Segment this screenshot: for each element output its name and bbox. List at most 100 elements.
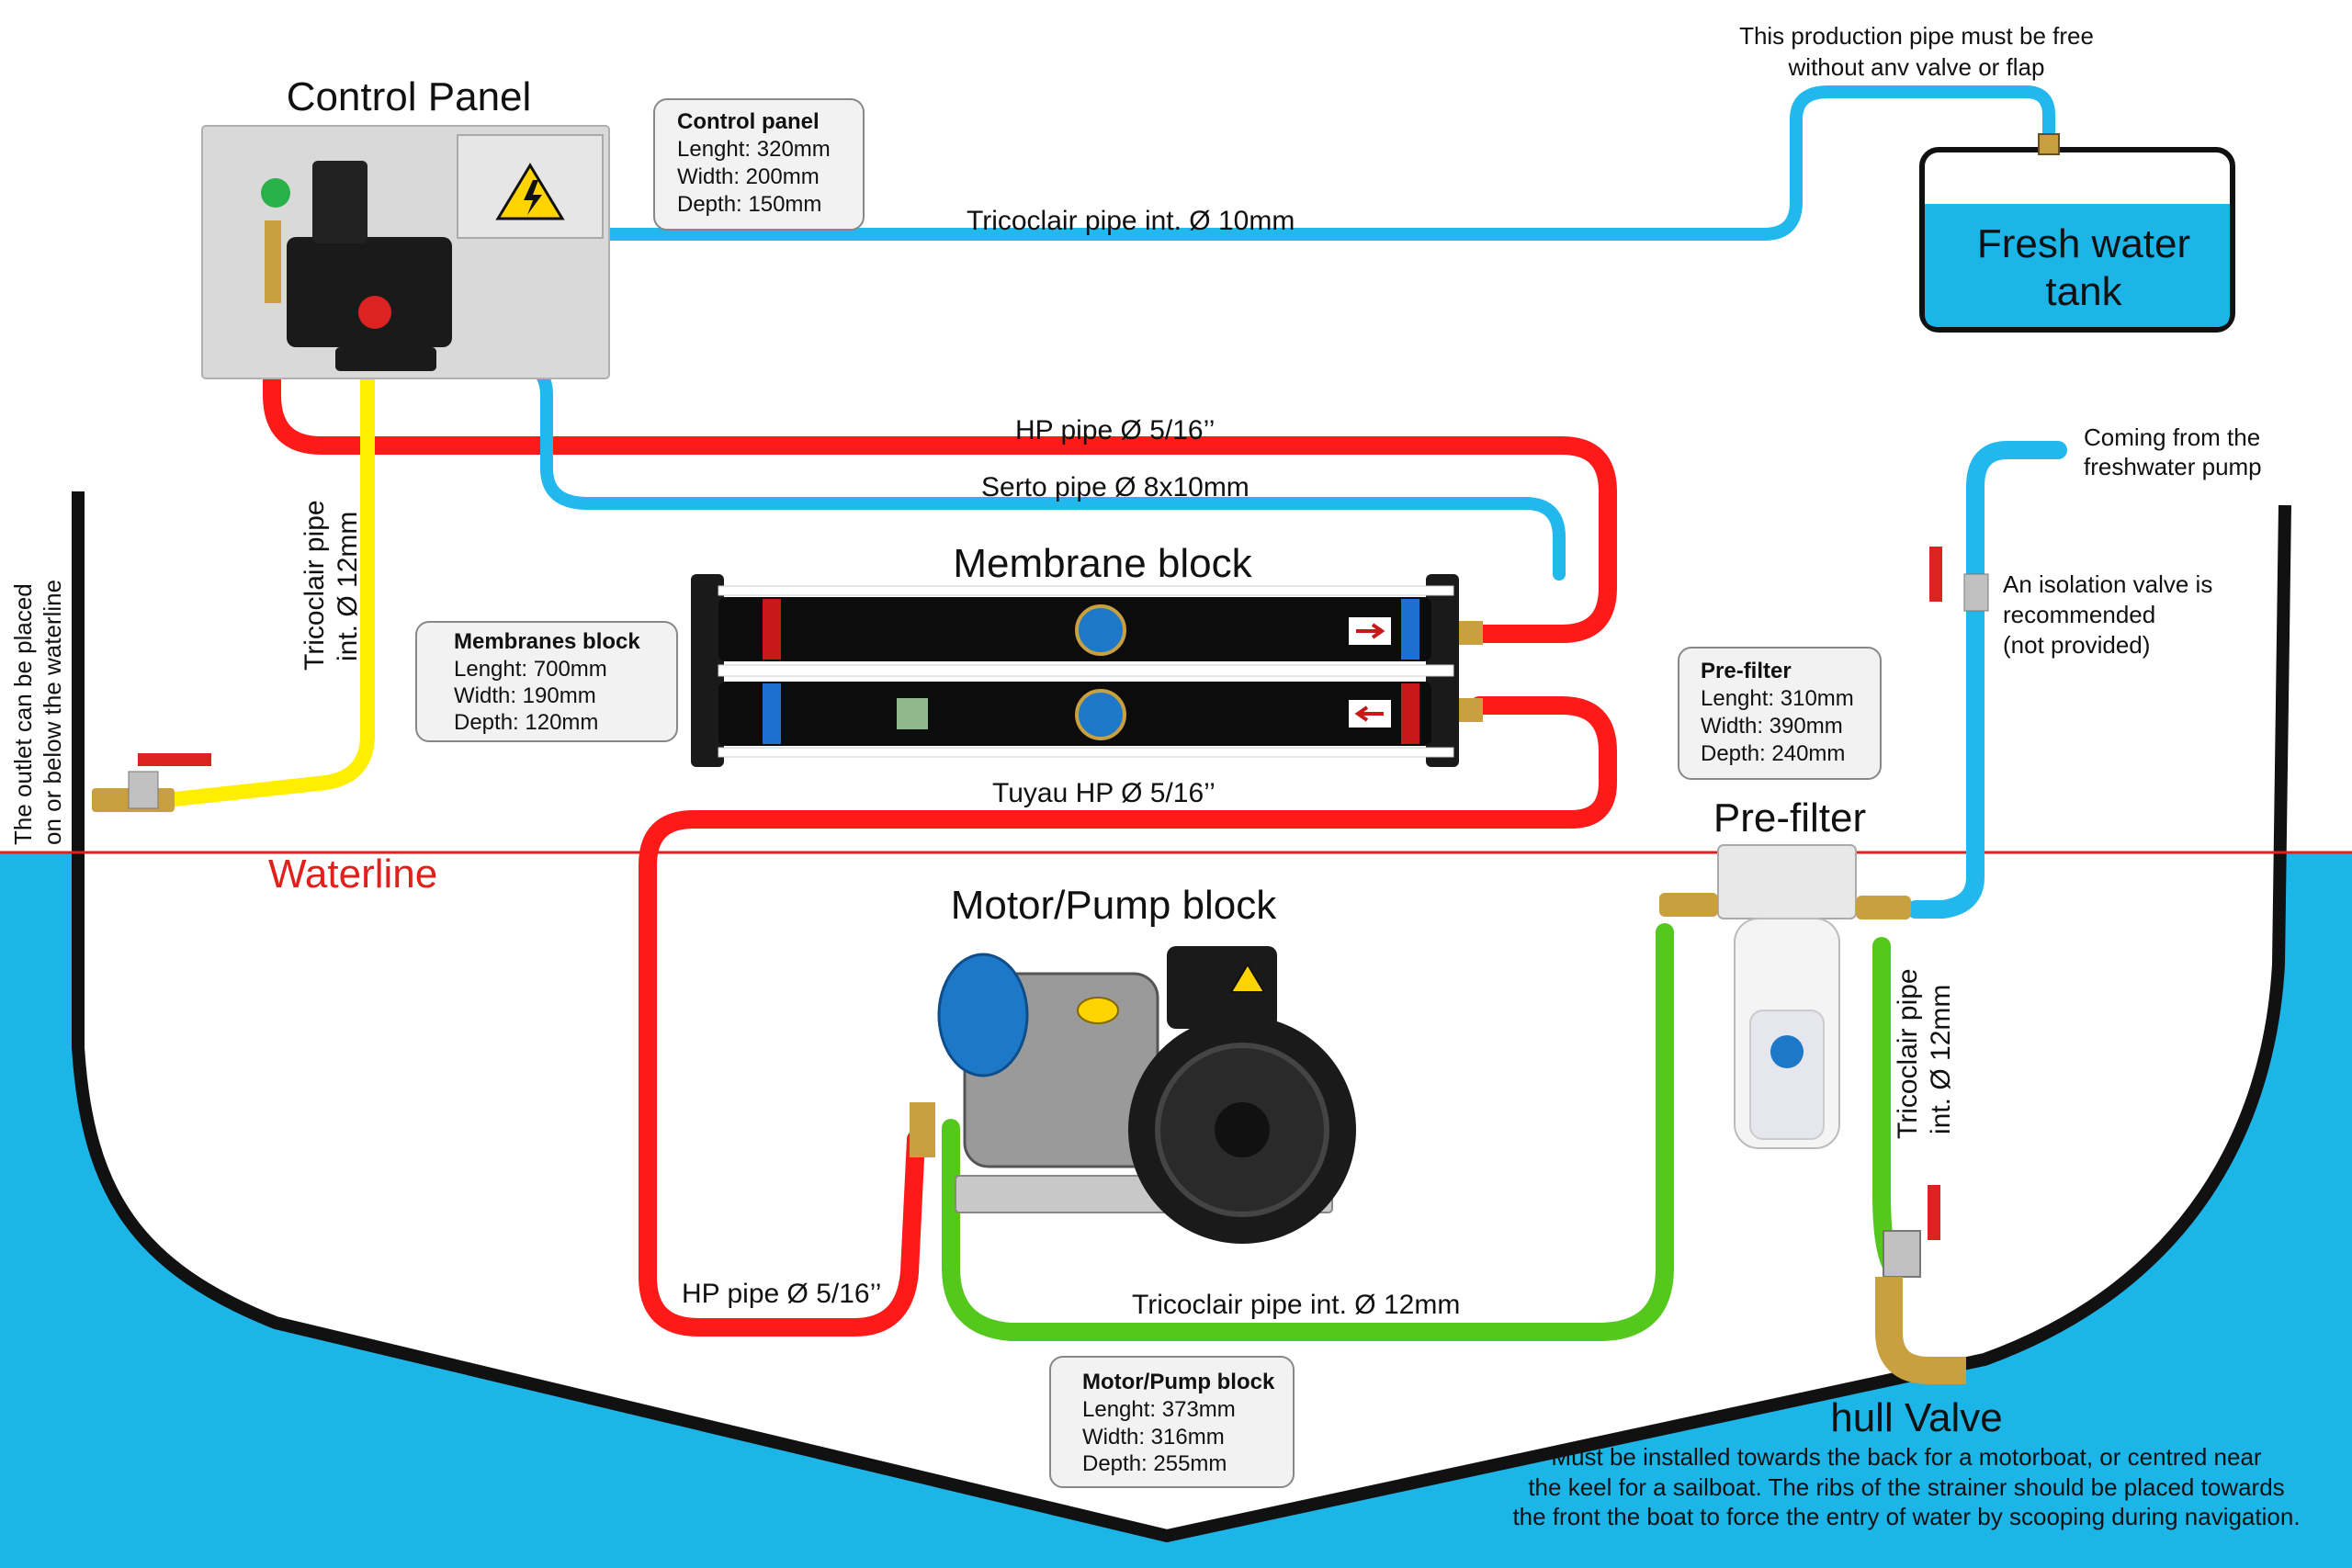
- note-isolation-valve-line2: recommended: [2003, 601, 2155, 628]
- arrow-right-icon: [1356, 623, 1385, 639]
- note-outlet-line1: The outlet can be placed: [9, 583, 37, 845]
- tricoclair-green-pipe-bottom: [942, 923, 1674, 1341]
- spec-box-membranes-depth: Depth: 120mm: [454, 710, 598, 735]
- membrane-logo-bottom: [1075, 689, 1126, 740]
- outlet-valve-handle: [138, 753, 211, 766]
- pipe-labels: Tricoclair pipe int. Ø 10mm HP pipe Ø 5/…: [300, 206, 1956, 1320]
- membrane-label-sticker: [897, 698, 928, 729]
- waterline-label: Waterline: [268, 852, 437, 897]
- spec-box-pre-filter-length: Lenght: 310mm: [1701, 686, 1854, 711]
- control-panel-title: Control Panel: [287, 74, 532, 119]
- note-isolation-valve-line1: An isolation valve is: [2003, 570, 2212, 598]
- membrane-brass-fitting-bottom: [1459, 698, 1483, 722]
- control-panel-brass-fitting: [265, 220, 281, 303]
- membrane-brass-fitting-top: [1459, 621, 1483, 645]
- motor-pump-block: Motor/Pump block: [910, 883, 1356, 1244]
- tank-label-line2: tank: [2045, 269, 2122, 314]
- pre-filter-title: Pre-filter: [1713, 795, 1866, 840]
- membrane-block-title: Membrane block: [953, 541, 1252, 586]
- label-tricoclair-12mm-bottom: Tricoclair pipe int. Ø 12mm: [1132, 1290, 1460, 1320]
- spec-box-control-panel: Control panel Lenght: 320mm Width: 200mm…: [653, 98, 865, 231]
- spec-box-control-panel-length: Lenght: 320mm: [677, 137, 831, 162]
- spec-box-pre-filter-width: Width: 390mm: [1701, 714, 1843, 739]
- spec-box-control-panel-frame: [653, 98, 865, 231]
- note-production-pipe-line1: This production pipe must be free: [1739, 22, 2094, 50]
- note-freshwater-pump-line1: Coming from the: [2084, 423, 2260, 451]
- pump-accumulator: [937, 953, 1029, 1077]
- hull-valve-handle: [1928, 1185, 1940, 1240]
- prefilter-brass-outlet: [1856, 896, 1911, 919]
- tank-label-line1: Fresh water: [1977, 221, 2190, 266]
- prefilter-brass-inlet: [1659, 893, 1718, 917]
- spec-box-control-panel-depth: Depth: 150mm: [677, 192, 821, 217]
- label-hp-pipe-bottom: HP pipe Ø 5/16’’: [682, 1279, 881, 1309]
- hull-valve-elbow: [1875, 1277, 1966, 1384]
- label-tuyau-hp: Tuyau HP Ø 5/16’’: [992, 778, 1216, 808]
- membrane-band-blue-right: [1401, 599, 1419, 660]
- freshwater-pump-pipe: [1906, 441, 2067, 919]
- spec-box-membranes: Membranes block Lenght: 700mm Width: 190…: [415, 621, 678, 742]
- note-production-pipe-line2: without anv valve or flap: [1788, 53, 2045, 81]
- note-hull-valve-line1: Must be installed towards the back for a…: [1551, 1443, 2262, 1471]
- spec-box-membranes-title: Membranes block: [454, 629, 640, 654]
- membrane-logo-top: [1075, 604, 1126, 656]
- control-panel-solenoid: [312, 161, 368, 243]
- spec-box-motor-pump-length: Lenght: 373mm: [1082, 1397, 1236, 1422]
- label-tricoclair-12mm-left-line2: int. Ø 12mm: [333, 512, 363, 661]
- control-panel-red-knob: [358, 296, 391, 329]
- label-tricoclair-10mm: Tricoclair pipe int. Ø 10mm: [967, 206, 1295, 236]
- spec-box-pre-filter-depth: Depth: 240mm: [1701, 741, 1845, 766]
- spec-box-control-panel-title: Control panel: [677, 109, 820, 134]
- membrane-tube-top: [718, 597, 1431, 661]
- motor-fan-center: [1215, 1102, 1270, 1157]
- pump-brass-inlet: [910, 1102, 935, 1157]
- prefilter-logo: [1770, 1035, 1804, 1068]
- prefilter-head: [1717, 844, 1857, 919]
- hp-pipe-top: [263, 294, 1617, 643]
- membrane-rod-top: [718, 585, 1454, 596]
- notes: This production pipe must be free withou…: [9, 22, 2301, 1530]
- spec-box-motor-pump: Motor/Pump block Lenght: 373mm Width: 31…: [1049, 1356, 1295, 1488]
- note-outlet-line2: on or below the waterline: [39, 580, 66, 845]
- spec-box-pre-filter: Pre-filter Lenght: 310mm Width: 390mm De…: [1678, 647, 1882, 780]
- spec-box-membranes-width: Width: 190mm: [454, 683, 596, 708]
- boat-hull: [72, 491, 2291, 1543]
- pre-filter: Pre-filter: [1659, 547, 1989, 1149]
- control-panel: Control Panel: [201, 74, 610, 379]
- tricoclair-yellow-pipe: [167, 371, 375, 807]
- membrane-band-red-left: [763, 599, 781, 660]
- label-tricoclair-12mm-right-line2: int. Ø 12mm: [1926, 985, 1956, 1134]
- pump-oil-cap: [1077, 997, 1119, 1024]
- hull-valve: hull Valve: [1830, 1185, 2003, 1440]
- membrane-block: Membrane block: [691, 541, 1483, 767]
- motor-pump-title: Motor/Pump block: [951, 883, 1278, 928]
- membrane-band-blue-left: [763, 683, 781, 744]
- lightning-icon: [524, 180, 542, 215]
- note-freshwater-pump-line2: freshwater pump: [2084, 453, 2262, 480]
- label-hp-pipe-top: HP pipe Ø 5/16’’: [1015, 415, 1215, 446]
- label-tricoclair-12mm-left-line1: Tricoclair pipe: [300, 500, 330, 671]
- hull-valve-body: [1883, 1230, 1921, 1278]
- membrane-frame-left: [691, 574, 724, 767]
- control-panel-green-fitting: [261, 178, 290, 208]
- spec-box-motor-pump-width: Width: 316mm: [1082, 1425, 1225, 1450]
- spec-box-membranes-length: Lenght: 700mm: [454, 657, 607, 682]
- hull-valve-title: hull Valve: [1830, 1395, 2003, 1440]
- label-tricoclair-12mm-right-line1: Tricoclair pipe: [1893, 968, 1923, 1139]
- freshwater-valve-handle: [1929, 547, 1942, 602]
- outlet-valve-body: [128, 771, 159, 809]
- tank-water: [1925, 204, 2230, 327]
- spec-box-control-panel-width: Width: 200mm: [677, 164, 820, 189]
- outlet-valve: [92, 753, 211, 812]
- prefilter-cartridge: [1749, 1010, 1825, 1140]
- membrane-rod-middle: [718, 664, 1454, 677]
- note-hull-valve-line3: the front the boat to force the entry of…: [1512, 1503, 2300, 1530]
- freshwater-valve-body: [1963, 573, 1989, 612]
- control-panel-manifold: [335, 347, 436, 371]
- spec-box-membranes-frame: [415, 621, 678, 742]
- membrane-rod-bottom: [718, 747, 1454, 758]
- spec-box-motor-pump-depth: Depth: 255mm: [1082, 1451, 1227, 1476]
- tuyau-hp-pipe: [639, 696, 1617, 1337]
- membrane-band-red-right: [1401, 683, 1419, 744]
